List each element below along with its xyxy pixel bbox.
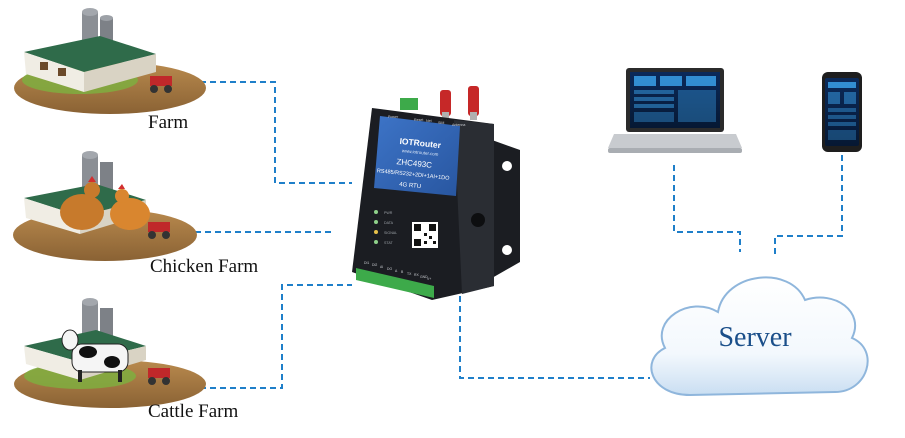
svg-text:Reset: Reset [414, 118, 423, 122]
svg-text:SIM: SIM [438, 121, 444, 125]
svg-text:DO: DO [387, 267, 392, 271]
device-port-labels: Power Reset Net SIM Antenna [388, 115, 465, 127]
svg-text:STAT: STAT [384, 241, 393, 245]
link-phone-to-server [774, 155, 843, 254]
server-label: Server [718, 322, 792, 353]
antenna-right [468, 86, 479, 116]
farm-illustration [14, 8, 206, 114]
svg-text:TX: TX [407, 272, 412, 276]
phone-dashboard-widgets [828, 82, 856, 140]
svg-text:PWR: PWR [384, 211, 393, 215]
svg-text:DI1: DI1 [364, 261, 369, 265]
link-farm-to-device [200, 81, 352, 184]
device-terminal-labels: DI1 DI2 AI DO A B TX RX GND V+ [364, 261, 431, 281]
link-cattle-to-device [200, 284, 352, 389]
chicken-farm-label: Chicken Farm [150, 256, 258, 277]
device-qr-code [412, 222, 438, 248]
laptop-terminal [608, 68, 742, 153]
device-leds: PWR DATA SIGNAL STAT [374, 210, 397, 245]
svg-text:Net: Net [426, 119, 432, 123]
svg-text:V+: V+ [427, 277, 431, 281]
device-url: www.iotrouter.com [402, 148, 439, 157]
svg-text:DI2: DI2 [372, 263, 377, 267]
link-device-to-server [459, 296, 650, 379]
svg-text:A: A [395, 269, 398, 273]
device-band: 4G RTU [399, 182, 421, 190]
svg-text:Antenna: Antenna [452, 123, 465, 127]
farm-label: Farm [148, 112, 188, 133]
cattle-farm-illustration [14, 298, 206, 408]
connection-lines [185, 81, 843, 389]
phone-terminal [822, 72, 862, 152]
link-laptop-to-server [673, 165, 741, 252]
svg-text:SIGNAL: SIGNAL [384, 231, 397, 235]
svg-text:B: B [401, 270, 404, 274]
cattle-farm-label: Cattle Farm [148, 401, 238, 422]
svg-text:DATA: DATA [384, 221, 394, 225]
laptop-dashboard-widgets [634, 76, 716, 122]
svg-text:Power: Power [388, 115, 399, 119]
svg-text:GND: GND [420, 275, 428, 279]
antenna-left [440, 90, 451, 116]
device-brand: IOTRouter [399, 136, 442, 150]
side-port [471, 213, 485, 227]
svg-text:AI: AI [380, 265, 383, 269]
server-cloud: Server [650, 276, 869, 397]
svg-text:RX: RX [414, 273, 419, 277]
device-model: ZHC493C [396, 157, 433, 170]
rtu-device: IOTRouter www.iotrouter.com ZHC493C RS48… [352, 86, 520, 300]
chicken-farm-illustration [13, 151, 197, 261]
